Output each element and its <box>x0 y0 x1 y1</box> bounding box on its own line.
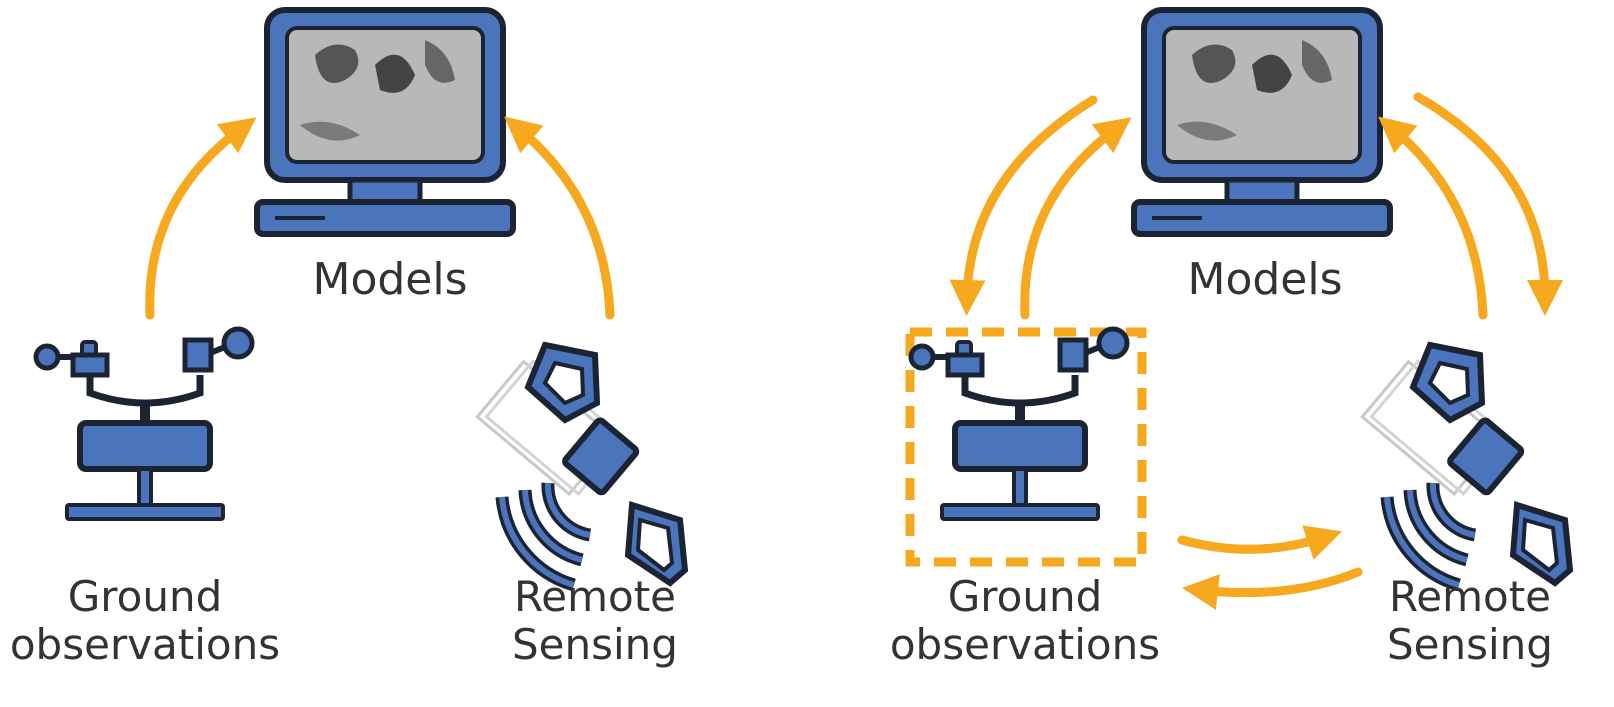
arrow-remote-to-ground <box>1182 567 1363 610</box>
weather-station-icon <box>36 329 252 519</box>
panel-right <box>905 10 1570 610</box>
remote-label-line2: Sensing <box>512 620 678 670</box>
arrow-remote-to-models <box>504 116 615 320</box>
ground-label-line2: observations <box>889 620 1161 670</box>
weather-station-icon <box>911 329 1127 519</box>
arrow-ground-to-models <box>1020 117 1132 320</box>
models-label: Models <box>312 254 468 305</box>
ground-observations-label: Ground observations <box>880 572 1170 670</box>
remote-label-line1: Remote <box>1388 572 1552 621</box>
remote-sensing-label: Remote Sensing <box>490 572 700 670</box>
satellite-icon <box>1362 345 1570 585</box>
ground-label-line2: observations <box>9 620 281 670</box>
ground-observations-label: Ground observations <box>0 572 290 670</box>
computer-monitor-icon <box>1134 10 1390 234</box>
arrow-remote-to-models <box>1378 116 1488 320</box>
computer-monitor-icon <box>257 10 513 234</box>
arrow-ground-to-models <box>145 117 257 320</box>
arrow-ground-to-remote <box>1177 525 1343 560</box>
arrow-models-to-ground <box>949 95 1098 316</box>
models-label: Models <box>1187 254 1343 305</box>
remote-label-line1: Remote <box>513 572 677 621</box>
remote-label-line2: Sensing <box>1387 620 1553 670</box>
panel-left <box>36 10 685 585</box>
satellite-icon <box>477 345 685 585</box>
remote-sensing-label: Remote Sensing <box>1370 572 1570 670</box>
arrow-models-to-remote <box>1413 92 1563 316</box>
ground-label-line1: Ground <box>67 572 223 621</box>
ground-highlight-box <box>905 327 1147 567</box>
ground-label-line1: Ground <box>947 572 1103 621</box>
